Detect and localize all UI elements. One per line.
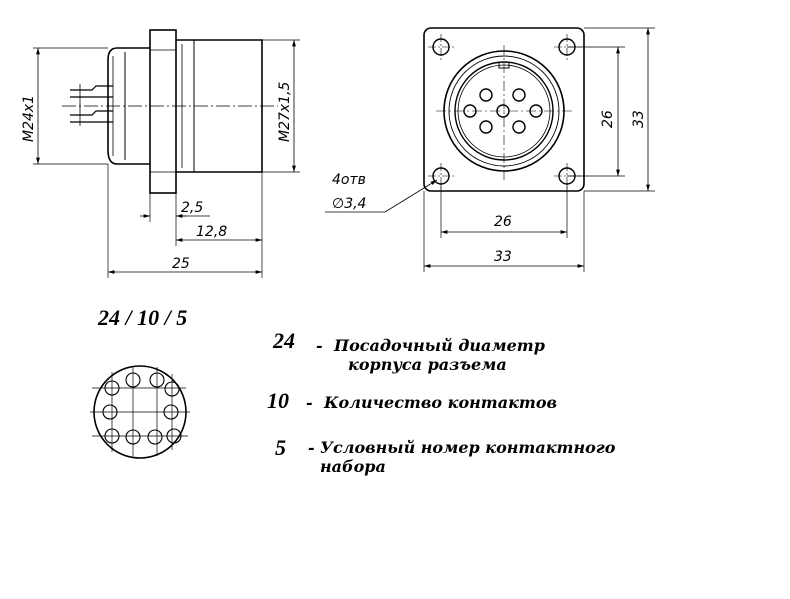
front-view [325, 27, 655, 272]
side-view [33, 29, 300, 278]
holes-count-label: 4отв [332, 172, 366, 188]
legend-number-3: 5 [275, 435, 286, 460]
connector-pins [70, 84, 113, 126]
flange-square [423, 27, 585, 192]
legend-text-2a: Количество контактов [323, 393, 557, 412]
thread-left-label: M24x1 [21, 95, 37, 142]
dim-hole-spacing-h-label: 26 [494, 214, 512, 230]
hole-diameter-label: ∅3,4 [332, 196, 366, 212]
legend-number-2: 10 [267, 388, 289, 413]
dim-total-label: 25 [172, 256, 190, 272]
flange [149, 29, 177, 194]
dim-height-label: 33 [631, 110, 647, 128]
hole-leader [384, 179, 438, 213]
dim-width-label: 33 [494, 249, 512, 265]
legend-text-3a: Условный номер контактного [320, 438, 616, 457]
dim-hole-spacing-v-label: 26 [600, 110, 616, 128]
legend-text-1b: корпуса разъема [348, 355, 507, 374]
designation-code: 24 / 10 / 5 [97, 305, 187, 330]
legend: 24 - Посадочный диаметр корпуса разъема … [267, 328, 616, 476]
contact-layout-icon [90, 365, 190, 459]
plug-body-outline [107, 47, 150, 165]
dim-flange-label: 2,5 [181, 200, 203, 216]
legend-text-1a: Посадочный диаметр [333, 336, 545, 355]
legend-dash-3: - [308, 438, 315, 457]
thread-right-label: M27x1,5 [277, 81, 293, 142]
dim-body-label: 12,8 [196, 224, 227, 240]
legend-number-1: 24 [272, 328, 295, 353]
legend-dash-1: - [316, 336, 323, 355]
legend-dash-2: - [306, 393, 313, 412]
legend-text-3b: набора [320, 457, 386, 476]
